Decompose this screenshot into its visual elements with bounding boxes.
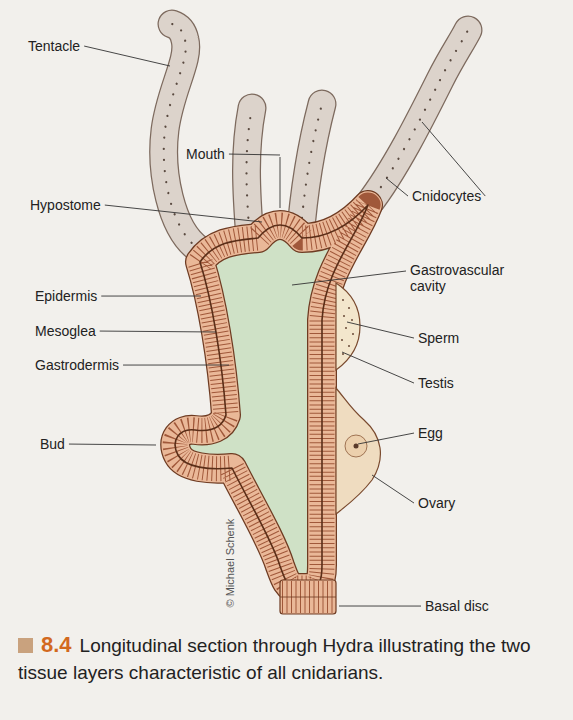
part-label: Mouth: [186, 146, 225, 162]
leader-line: [105, 205, 262, 222]
part-label: Epidermis: [35, 288, 97, 304]
basal-disc-shape: [280, 580, 336, 614]
tentacle-outline: [164, 24, 200, 250]
copyright-watermark: © Michael Schenk: [224, 519, 236, 608]
leader-line: [123, 365, 229, 366]
part-label: Basal disc: [425, 598, 489, 614]
leader-line: [339, 606, 421, 607]
leader-line: [372, 475, 414, 503]
figure-caption-block: 8.4Longitudinal section through Hydra il…: [18, 630, 558, 685]
leader-line: [342, 352, 414, 383]
figure-number: 8.4: [41, 632, 72, 657]
leader-line: [358, 433, 414, 444]
mouth-bracket: [280, 157, 281, 208]
part-label: Gastrovascular cavity: [410, 262, 522, 294]
leader-line: [422, 122, 485, 196]
tentacle-outline: [368, 30, 468, 205]
part-label: Cnidocytes: [412, 188, 481, 204]
basal-disc-line: [280, 597, 336, 598]
part-label: Bud: [40, 436, 65, 452]
part-label: Egg: [418, 425, 443, 441]
leader-line: [292, 271, 406, 285]
egg-nucleus: [354, 444, 359, 449]
sperm-dots: [341, 299, 354, 355]
cnidocyte-dots: [164, 24, 200, 250]
leader-line: [69, 444, 156, 446]
part-label: Mesoglea: [35, 323, 96, 339]
part-label: Tentacle: [28, 38, 80, 54]
leader-line: [386, 178, 408, 196]
testis-shape: [336, 283, 360, 370]
part-label: Ovary: [418, 495, 455, 511]
cnidocyte-dots: [368, 30, 468, 205]
part-label: Testis: [418, 375, 454, 391]
figure-caption: Longitudinal section through Hydra illus…: [18, 635, 531, 683]
caption-marker: [18, 638, 33, 653]
leader-line: [84, 46, 170, 66]
part-label: Hypostome: [30, 197, 101, 213]
tentacle-body: [164, 24, 200, 250]
egg-cell: [345, 435, 367, 457]
tentacle-body: [368, 30, 468, 205]
leader-line: [100, 331, 216, 333]
leader-line: [347, 322, 414, 338]
ovary-shape: [336, 388, 380, 514]
part-label: Gastrodermis: [35, 357, 119, 373]
leader-line: [229, 154, 280, 156]
leader-line: [101, 296, 201, 297]
part-label: Sperm: [418, 330, 459, 346]
